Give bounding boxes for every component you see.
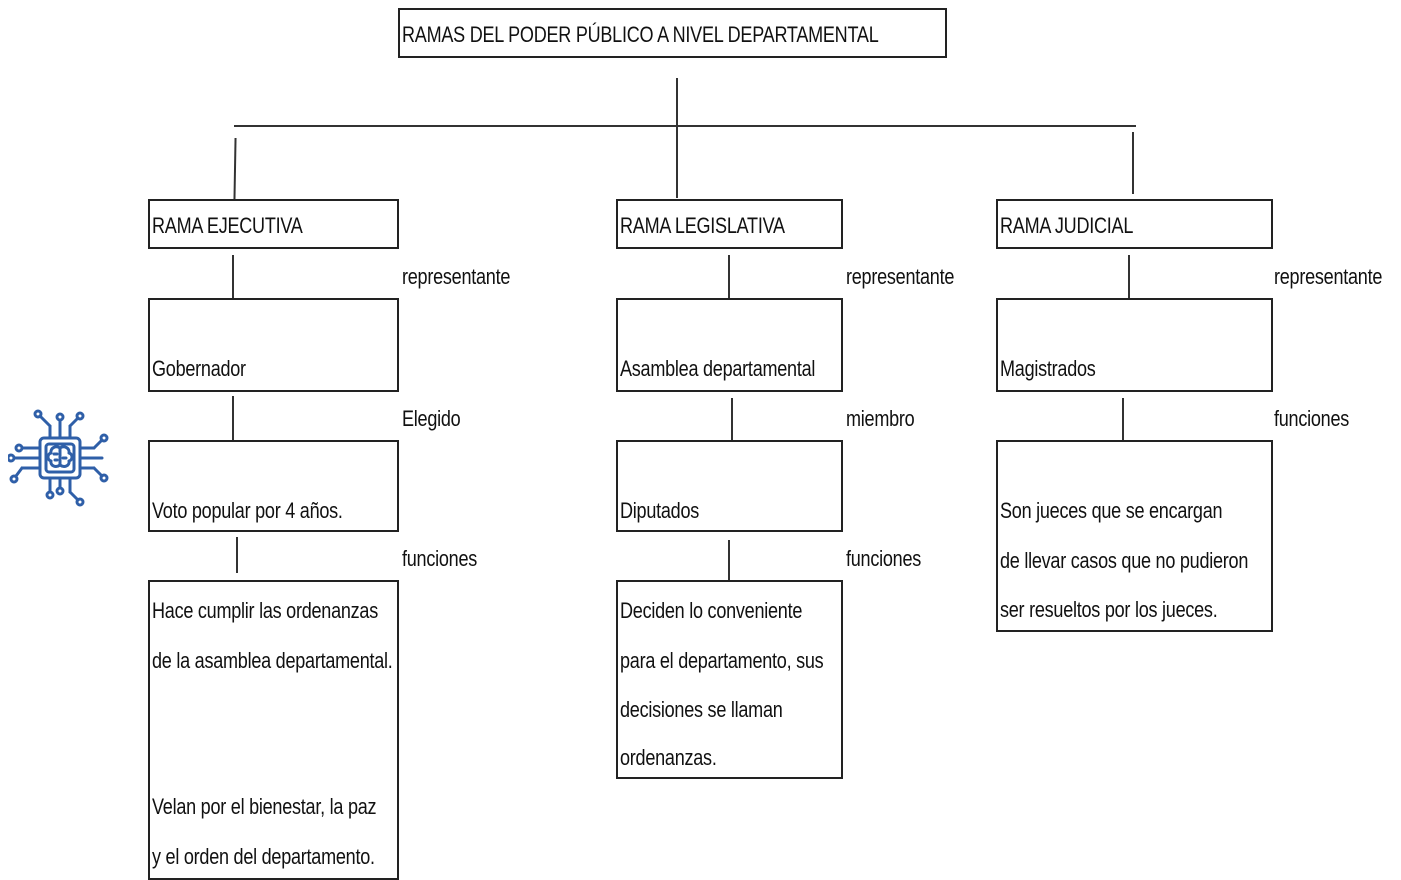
rel-ejecutiva-elegido: Elegido <box>402 406 461 431</box>
rel-ejecutiva-representante: representante <box>402 264 511 289</box>
horizontal-connector <box>234 125 1136 127</box>
node-diputados-box: Diputados <box>616 440 843 532</box>
branch-ejecutiva-label: RAMA EJECUTIVA <box>152 213 303 238</box>
desc-legislativa-line2: para el departamento, sus <box>620 648 824 673</box>
desc-ejecutiva-box: Hace cumplir las ordenanzas de la asambl… <box>148 580 399 880</box>
rel-ejecutiva-funciones: funciones <box>402 546 478 571</box>
link-ejecutiva-1 <box>232 255 234 302</box>
desc-judicial-line3: ser resueltos por los jueces. <box>1000 597 1218 622</box>
rel-judicial-funciones: funciones <box>1274 406 1350 431</box>
link-legislativa-3 <box>728 540 730 580</box>
desc-legislativa-line1: Deciden lo conveniente <box>620 598 803 623</box>
rel-legislativa-miembro: miembro <box>846 406 915 431</box>
desc-ejecutiva-line3: Velan por el bienestar, la paz <box>152 794 377 819</box>
branch-legislativa-label: RAMA LEGISLATIVA <box>620 213 785 238</box>
link-ejecutiva-2 <box>232 396 234 441</box>
node-gobernador-label: Gobernador <box>152 356 246 381</box>
ai-chip-brain-icon <box>8 409 109 507</box>
link-legislativa-1 <box>728 255 730 300</box>
link-ejecutiva-3 <box>236 537 238 573</box>
title-text: RAMAS DEL PODER PÚBLICO A NIVEL DEPARTAM… <box>402 22 879 47</box>
desc-ejecutiva-line4: y el orden del departamento. <box>152 844 375 869</box>
desc-ejecutiva-line2: de la asamblea departamental. <box>152 648 393 673</box>
title-box: RAMAS DEL PODER PÚBLICO A NIVEL DEPARTAM… <box>398 8 947 58</box>
branch-legislativa-box: RAMA LEGISLATIVA <box>616 199 843 249</box>
node-asamblea-box: Asamblea departamental <box>616 298 843 392</box>
desc-legislativa-box: Deciden lo conveniente para el departame… <box>616 580 843 779</box>
node-voto-label: Voto popular por 4 años. <box>152 498 343 523</box>
link-judicial-2 <box>1122 398 1124 450</box>
node-gobernador-box: Gobernador <box>148 298 399 392</box>
node-voto-box: Voto popular por 4 años. <box>148 440 399 532</box>
node-magistrados-label: Magistrados <box>1000 356 1096 381</box>
link-legislativa-2 <box>731 398 733 450</box>
link-judicial-1 <box>1128 255 1130 298</box>
node-asamblea-label: Asamblea departamental <box>620 356 816 381</box>
rel-legislativa-funciones: funciones <box>846 546 922 571</box>
desc-legislativa-line3: decisiones se llaman <box>620 697 783 722</box>
connector-ejecutiva <box>233 138 237 200</box>
branch-judicial-label: RAMA JUDICIAL <box>1000 213 1134 238</box>
title-connector <box>676 78 678 198</box>
desc-legislativa-line4: ordenanzas. <box>620 745 717 770</box>
rel-legislativa-representante: representante <box>846 264 955 289</box>
rel-judicial-representante: representante <box>1274 264 1383 289</box>
branch-ejecutiva-box: RAMA EJECUTIVA <box>148 199 399 249</box>
desc-judicial-box: Son jueces que se encargan de llevar cas… <box>996 440 1273 632</box>
node-diputados-label: Diputados <box>620 498 700 523</box>
desc-judicial-line2: de llevar casos que no pudieron <box>1000 548 1249 573</box>
desc-ejecutiva-line1: Hace cumplir las ordenanzas <box>152 598 378 623</box>
node-magistrados-box: Magistrados <box>996 298 1273 392</box>
branch-judicial-box: RAMA JUDICIAL <box>996 199 1273 249</box>
connector-judicial <box>1132 132 1134 194</box>
desc-judicial-line1: Son jueces que se encargan <box>1000 498 1223 523</box>
